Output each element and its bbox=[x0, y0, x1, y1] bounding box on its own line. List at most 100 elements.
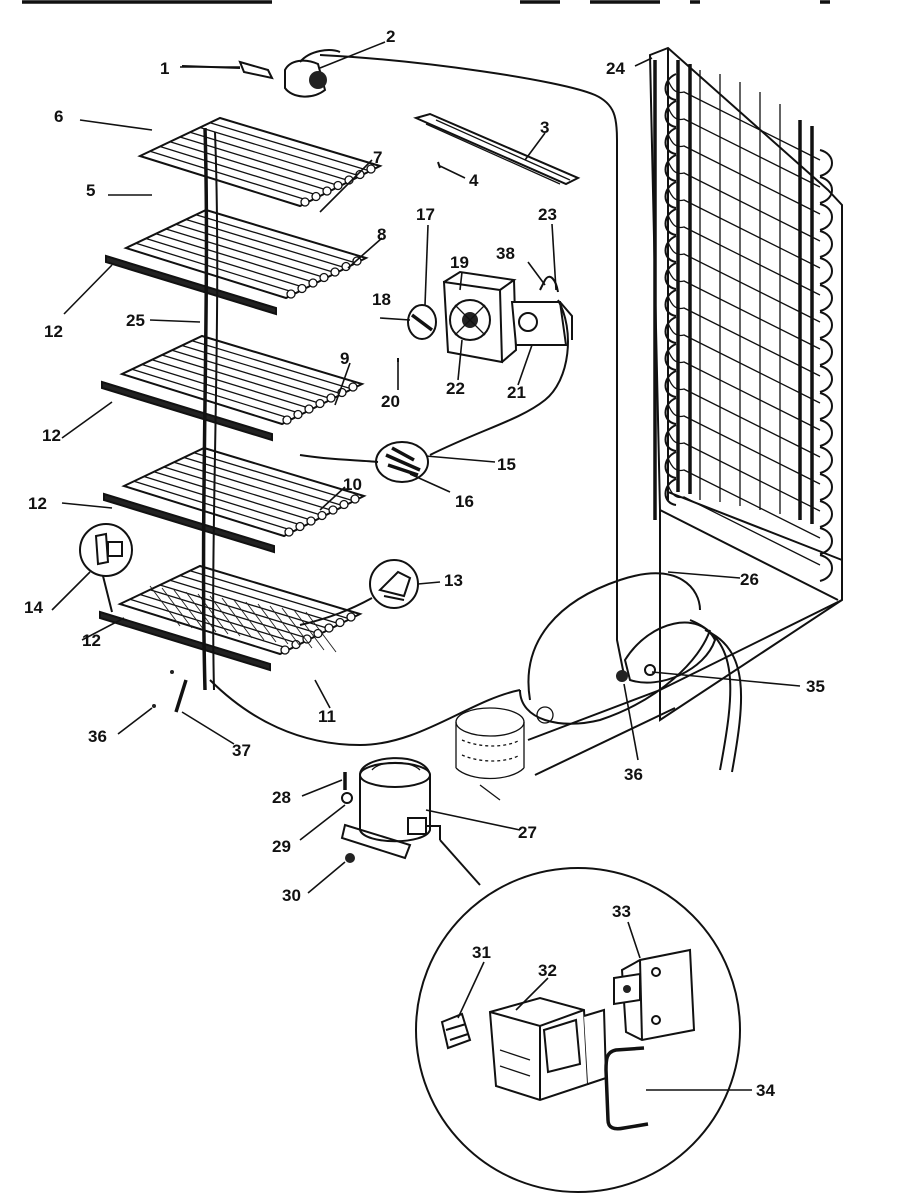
shelf-wire bbox=[153, 471, 315, 522]
shelf-wire bbox=[145, 237, 307, 289]
condenser-tube-run bbox=[667, 79, 821, 161]
callout-22: 22 bbox=[446, 379, 465, 398]
shelf-rail bbox=[413, 112, 581, 186]
shelf-hatch bbox=[257, 603, 289, 645]
condenser-tube-bend bbox=[664, 370, 677, 398]
condenser-tube-run bbox=[667, 457, 821, 539]
light-switch-detail bbox=[79, 523, 133, 613]
shelf-tube-bend bbox=[319, 272, 329, 283]
shelf-hatch bbox=[245, 601, 277, 643]
shelf-wire bbox=[173, 461, 335, 512]
shelf-wire bbox=[155, 233, 317, 284]
shelf-wire bbox=[139, 593, 301, 645]
shelf-tube-bend bbox=[348, 382, 358, 392]
callout-26: 26 bbox=[740, 570, 759, 589]
condenser-tube-run bbox=[667, 133, 821, 215]
condenser-tube-run bbox=[667, 106, 821, 188]
callout-8: 8 bbox=[377, 225, 386, 244]
shelf-wire bbox=[143, 475, 305, 527]
callout-2: 2 bbox=[386, 27, 395, 46]
callout-31: 31 bbox=[472, 943, 491, 962]
shelf-hatch bbox=[173, 589, 205, 631]
shelf-tube-bend bbox=[346, 612, 356, 622]
callout-7: 7 bbox=[373, 148, 382, 167]
shelf-tube-bend bbox=[286, 289, 296, 299]
shelf-wire bbox=[183, 456, 345, 507]
condenser-tube-run bbox=[667, 187, 821, 269]
shelf-tube-bend bbox=[324, 623, 334, 633]
callout-20: 20 bbox=[381, 392, 400, 411]
condenser-tube-bend bbox=[664, 424, 677, 452]
condenser-tube-bend bbox=[819, 554, 833, 582]
condenser-tube-bend bbox=[664, 181, 677, 209]
callout-25: 25 bbox=[126, 311, 145, 330]
shelf-tube-bend bbox=[293, 409, 303, 420]
shelf-wire bbox=[135, 242, 297, 294]
shelf-wire bbox=[175, 223, 337, 274]
condenser-tube-run bbox=[667, 376, 821, 458]
callout-36b: 36 bbox=[88, 727, 107, 746]
condenser-tube-bend bbox=[819, 527, 833, 555]
condenser-tube-bend bbox=[819, 257, 833, 285]
shelf-wire bbox=[163, 466, 325, 517]
condenser-tube-bend bbox=[664, 127, 677, 155]
callout-labels: 1 2 3 4 5 6 7 8 9 10 11 12 12 12 12 13 1… bbox=[24, 27, 825, 1100]
callout-9: 9 bbox=[340, 349, 349, 368]
condenser-tube-bend bbox=[819, 230, 833, 258]
condenser-tube-bend bbox=[664, 451, 677, 479]
condenser-coil bbox=[648, 46, 843, 722]
condenser-tube-bend bbox=[819, 284, 833, 312]
condenser-tube-bend bbox=[664, 73, 677, 101]
condenser-tube-bend bbox=[664, 478, 677, 506]
condenser-tube-bend bbox=[819, 311, 833, 339]
condenser-tube-bend bbox=[819, 203, 833, 231]
shelf-wire bbox=[159, 145, 321, 197]
condenser-tube-run bbox=[667, 349, 821, 431]
callout-28: 28 bbox=[272, 788, 291, 807]
callout-33: 33 bbox=[612, 902, 631, 921]
shelf-tube-bend bbox=[330, 267, 340, 277]
callout-15: 15 bbox=[497, 455, 516, 474]
shelf-tube-bend bbox=[366, 164, 376, 174]
shelf-tube-bend bbox=[311, 191, 321, 202]
shelf-wire bbox=[149, 589, 311, 640]
suction-line bbox=[209, 679, 521, 747]
shelf-tube-bend bbox=[335, 617, 345, 628]
condenser-tube-run bbox=[667, 295, 821, 377]
shelf-wire bbox=[195, 214, 357, 264]
callout-29: 29 bbox=[272, 837, 291, 856]
shelf-tube-bend bbox=[339, 499, 349, 510]
shelf-wire bbox=[185, 218, 347, 269]
condenser-tube-bend bbox=[819, 176, 833, 204]
condenser-tube-bend bbox=[664, 397, 677, 425]
shelf-front-rail bbox=[105, 254, 277, 316]
shelf-wire bbox=[199, 126, 361, 177]
shelf-wire bbox=[193, 452, 355, 502]
drier-and-capillary bbox=[181, 49, 341, 98]
compressor-grommets bbox=[341, 772, 355, 863]
refrigerant-line bbox=[319, 54, 626, 681]
callout-12b: 12 bbox=[42, 426, 61, 445]
condenser-tube-bend bbox=[664, 262, 677, 290]
shelf-wire bbox=[189, 131, 351, 182]
evaporator-shelf bbox=[101, 334, 365, 442]
shelf-tube-bend bbox=[355, 169, 365, 180]
shelf-tube-bend bbox=[328, 505, 338, 515]
evaporator-shelf bbox=[105, 208, 369, 316]
shelf-wire bbox=[169, 141, 331, 192]
condenser-tube-bend bbox=[819, 338, 833, 366]
shelf-tube-bend bbox=[333, 180, 343, 191]
lamp-socket-detail bbox=[299, 559, 419, 626]
shelf-hatch bbox=[233, 599, 265, 641]
compressor bbox=[340, 757, 481, 886]
shelf-wire bbox=[179, 574, 341, 625]
shelf-wire bbox=[131, 368, 293, 420]
shelf-hatch bbox=[293, 609, 325, 651]
shelf-hatch bbox=[281, 607, 313, 649]
shelf-hatch bbox=[305, 611, 337, 653]
relay-detail-circle bbox=[415, 867, 741, 1193]
compressor-lines bbox=[455, 572, 843, 801]
shelf-tube-bend bbox=[306, 516, 316, 526]
callout-12a: 12 bbox=[44, 322, 63, 341]
